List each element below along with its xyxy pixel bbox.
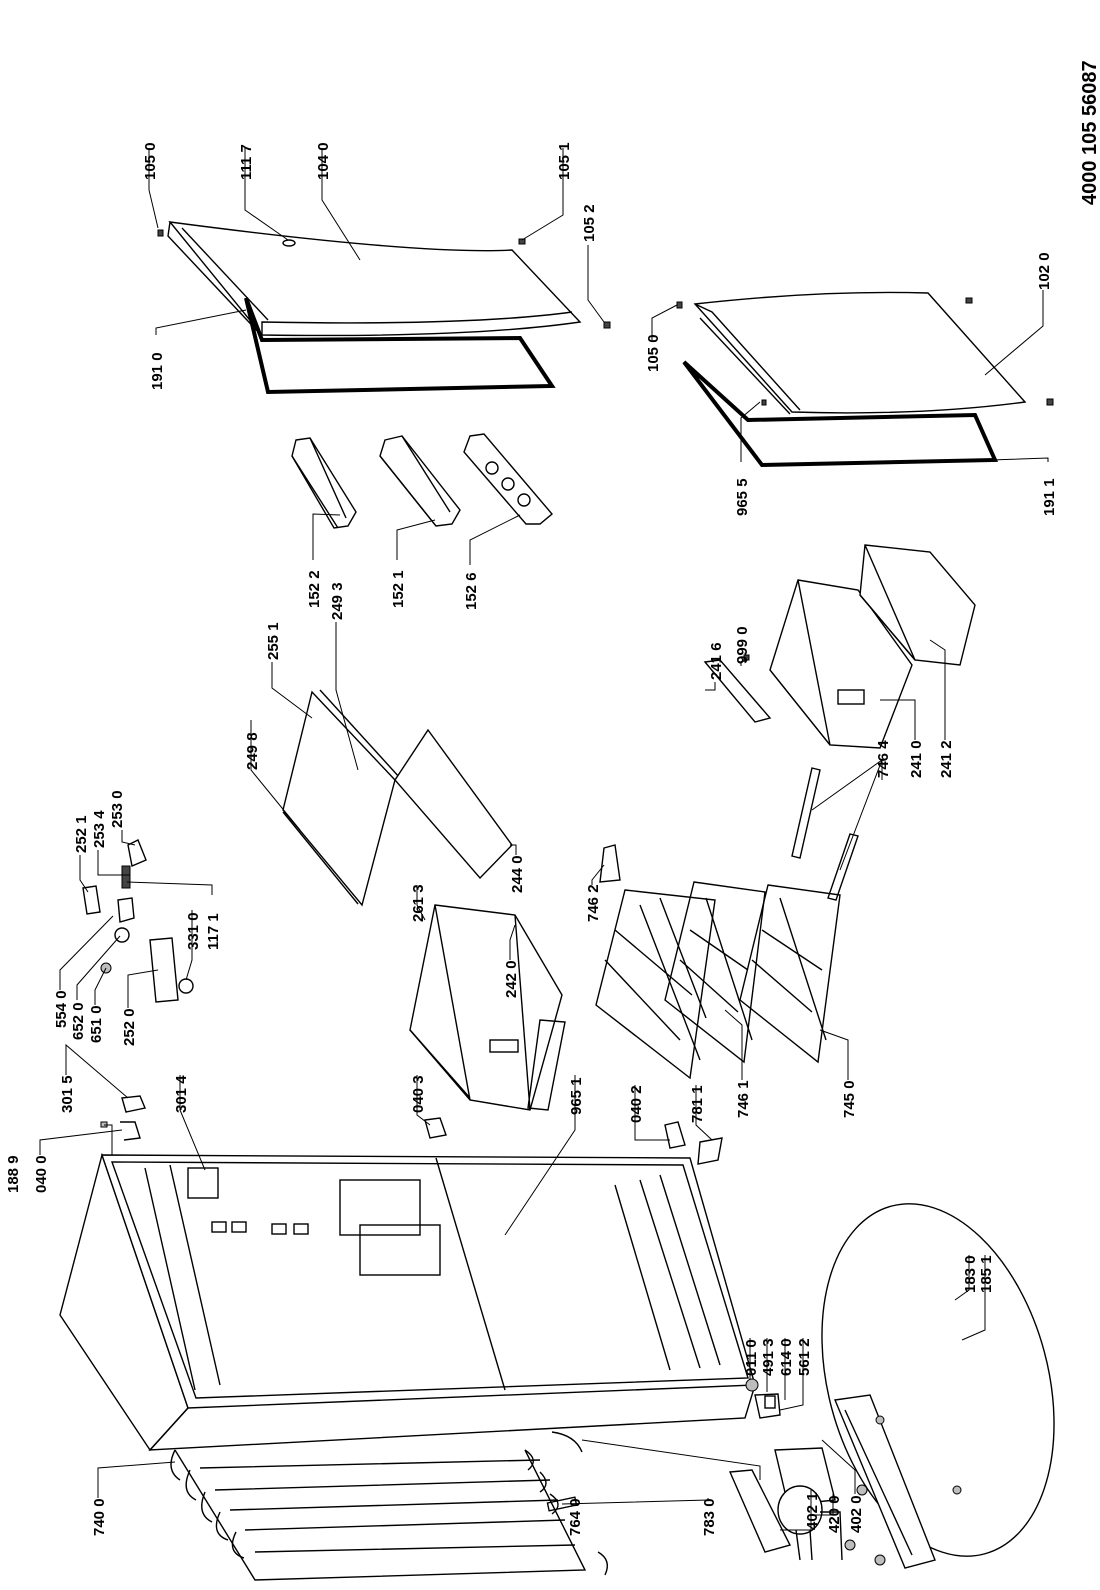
door-upper [167, 221, 582, 337]
label-188-9: 188 9 [5, 1155, 22, 1193]
label-105-0-upper: 105 0 [142, 142, 159, 180]
shelf-rails [599, 767, 859, 901]
label-241-6: 241 6 [708, 642, 725, 680]
leader-lines [39, 148, 1049, 1531]
label-261-3: 261 3 [410, 884, 427, 922]
label-745-0: 745 0 [841, 1080, 858, 1118]
label-105-1: 105 1 [556, 142, 573, 180]
label-252-0: 252 0 [121, 1008, 138, 1046]
label-255-1: 255 1 [265, 622, 282, 660]
label-746-1: 746 1 [735, 1080, 752, 1118]
label-241-2: 241 2 [938, 740, 955, 778]
door-gasket-freezer [682, 360, 999, 468]
label-117-1: 117 1 [205, 913, 222, 950]
drier-and-tube [546, 1431, 583, 1512]
document-number: 4000 105 56087 [1079, 60, 1100, 205]
hinge-pins-freezer [676, 297, 1054, 406]
label-040-3: 040 3 [410, 1075, 427, 1113]
label-402-1: 402 1 [804, 1492, 821, 1530]
label-105-0-freezer: 105 0 [645, 334, 662, 372]
label-241-0: 241 0 [908, 740, 925, 778]
label-781-1: 781 1 [689, 1085, 706, 1123]
crisper-drawer [409, 904, 566, 1111]
door-bin-1526 [463, 433, 553, 525]
label-040-2: 040 2 [628, 1085, 645, 1123]
compressor-area [728, 1393, 843, 1561]
label-152-6: 152 6 [463, 572, 480, 610]
label-183-0: 183 0 [962, 1255, 979, 1293]
label-252-1: 252 1 [73, 815, 90, 853]
label-301-4: 301 4 [173, 1075, 190, 1113]
label-402-0: 402 0 [848, 1495, 865, 1533]
label-783-0: 783 0 [701, 1498, 718, 1536]
label-331-0: 331 0 [185, 912, 202, 950]
hinge-pins-upper [157, 229, 611, 329]
door-bin-1521 [379, 435, 461, 527]
label-253-0: 253 0 [109, 790, 126, 828]
glass-shelf-upper [282, 689, 401, 907]
label-999-0: 999 0 [734, 626, 751, 664]
label-651-0: 651 0 [88, 1005, 105, 1043]
label-614-0: 614 0 [778, 1338, 795, 1376]
label-011-0: 011 0 [743, 1339, 760, 1376]
label-491-3: 491 3 [760, 1338, 777, 1376]
label-105-2: 105 2 [581, 204, 598, 242]
condenser [170, 1449, 608, 1581]
refrigerator-cabinet [59, 1152, 759, 1452]
label-104-0: 104 0 [315, 142, 332, 180]
label-152-1: 152 1 [390, 570, 407, 608]
door-freezer [693, 291, 1027, 415]
part-labels: 105 0 111 7 104 0 105 1 105 2 191 0 102 … [5, 142, 1058, 1536]
label-652-0: 652 0 [70, 1002, 87, 1040]
compressor-plate-group [821, 1203, 1055, 1569]
label-249-3: 249 3 [329, 582, 346, 620]
label-746-4: 746 4 [875, 740, 892, 778]
freezer-drawer-lower [859, 544, 976, 666]
light-thermostat-assembly [82, 839, 194, 1003]
glass-shelf-lower [394, 728, 513, 880]
label-764-0: 764 0 [567, 1498, 584, 1536]
label-111-7: 111 7 [238, 144, 255, 180]
label-242-0: 242 0 [503, 960, 520, 998]
label-253-4: 253 4 [91, 810, 108, 848]
evaporator-shelf-middle [664, 881, 766, 1064]
freezer-flap [703, 654, 772, 723]
label-740-0: 740 0 [91, 1498, 108, 1536]
label-249-8: 249 8 [244, 732, 261, 770]
label-191-0: 191 0 [149, 352, 166, 390]
label-965-5: 965 5 [734, 478, 751, 516]
label-152-2: 152 2 [306, 570, 323, 608]
label-191-1: 191 1 [1041, 478, 1058, 516]
label-420-0: 420 0 [826, 1495, 843, 1533]
evaporator-shelf-right [739, 884, 841, 1064]
freezer-drawer-upper [769, 579, 913, 749]
label-554-0: 554 0 [53, 990, 70, 1028]
door-bin-1522 [291, 437, 357, 529]
label-185-1: 185 1 [978, 1255, 995, 1293]
label-040-0: 040 0 [33, 1155, 50, 1193]
evaporator-shelf-left [595, 889, 716, 1080]
label-965-1: 965 1 [568, 1077, 585, 1115]
label-102-0: 102 0 [1036, 252, 1053, 290]
door-gasket-upper [244, 297, 556, 395]
label-301-5: 301 5 [59, 1075, 76, 1113]
label-746-2: 746 2 [585, 884, 602, 922]
label-561-2: 561 2 [796, 1338, 813, 1376]
label-244-0: 244 0 [509, 855, 526, 893]
